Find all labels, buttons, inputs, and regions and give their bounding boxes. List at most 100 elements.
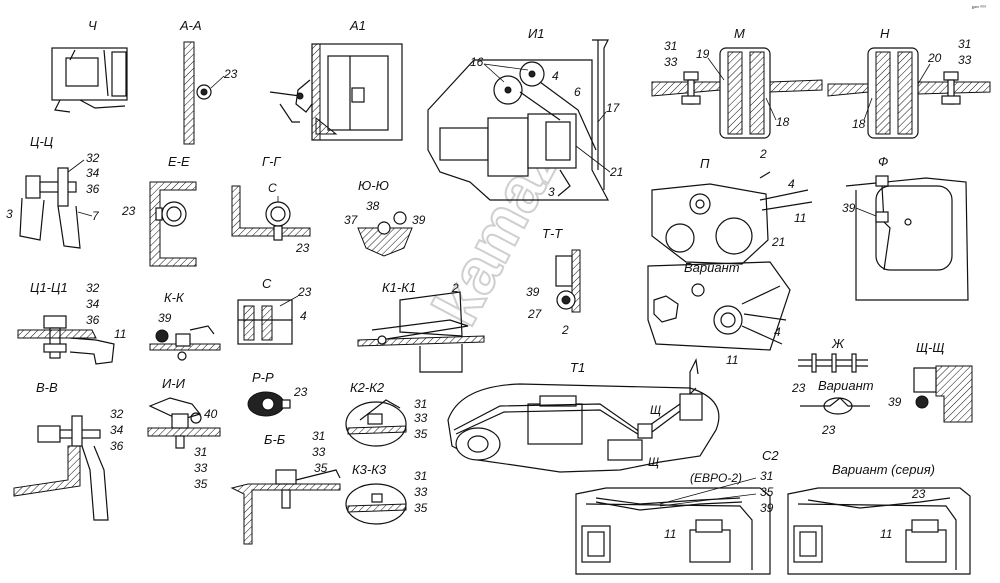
view-title: М bbox=[734, 26, 745, 41]
callout: 3 bbox=[6, 207, 13, 221]
callout: 35 bbox=[414, 427, 428, 441]
view-title: Ч bbox=[88, 18, 97, 33]
callout: 39 bbox=[158, 311, 172, 325]
callout: 35 bbox=[194, 477, 208, 491]
view-title: Ф bbox=[878, 154, 888, 169]
callout: 27 bbox=[527, 307, 543, 321]
callout: 18 bbox=[776, 115, 790, 129]
callout: 20 bbox=[927, 51, 942, 65]
callout: 36 bbox=[86, 313, 100, 327]
view-title: П bbox=[700, 156, 710, 171]
callout: 11 bbox=[114, 327, 126, 341]
callout: 36 bbox=[86, 182, 100, 196]
view-title: Т1 bbox=[570, 360, 585, 375]
callout: 23 bbox=[791, 381, 806, 395]
view-title: С bbox=[262, 276, 272, 291]
callout: 31 bbox=[664, 39, 677, 53]
callout: 19 bbox=[696, 47, 710, 61]
callout: 17 bbox=[606, 101, 621, 115]
callout: 7 bbox=[92, 209, 100, 223]
view-title: С2 bbox=[762, 448, 779, 463]
view-title: К-К bbox=[164, 290, 185, 305]
view-r-r: Р-Р 23 bbox=[247, 370, 308, 417]
callout: 11 bbox=[794, 211, 806, 225]
callout: 31 bbox=[414, 397, 427, 411]
view-t-t: Т-Т 39 27 2 bbox=[526, 226, 581, 337]
callout: 31 bbox=[312, 429, 325, 443]
callout: 11 bbox=[880, 527, 892, 541]
view-h: Н 31 33 20 18 bbox=[827, 26, 991, 139]
callout: 32 bbox=[86, 151, 100, 165]
callout: 36 bbox=[110, 439, 124, 453]
view-ts-ts: Ц-Ц 32 34 36 3 7 bbox=[6, 134, 100, 249]
view-k-k: К-К 39 bbox=[149, 290, 221, 361]
view-title: Ц1-Ц1 bbox=[30, 280, 68, 295]
callout: 23 bbox=[121, 204, 136, 218]
view-k3-k3: К3-К3 31 33 35 bbox=[345, 462, 428, 525]
view-title: Б-Б bbox=[264, 432, 286, 447]
callout: С bbox=[268, 181, 277, 195]
callout: 39 bbox=[842, 201, 856, 215]
euro-label: (ЕВРО-2) bbox=[690, 471, 742, 485]
view-title: В-В bbox=[36, 380, 58, 395]
view-a1: А1 bbox=[269, 18, 403, 141]
view-v-v: В-В 32 34 36 bbox=[13, 380, 124, 521]
view-e-e: Е-Е 23 bbox=[121, 154, 197, 267]
view-title: Ц-Ц bbox=[30, 134, 54, 149]
callout: 4 bbox=[788, 177, 795, 191]
view-title: Ю-Ю bbox=[358, 178, 389, 193]
view-title: А1 bbox=[349, 18, 366, 33]
view-b-b: Б-Б 31 33 35 bbox=[230, 429, 341, 545]
callout: 2 bbox=[451, 281, 459, 295]
view-title: Е-Е bbox=[168, 154, 190, 169]
view-title: Вариант bbox=[684, 260, 740, 275]
callout: 39 bbox=[760, 501, 774, 515]
callout: 11 bbox=[726, 353, 738, 367]
view-zh: Ж 23 Вариант 23 bbox=[791, 336, 874, 437]
view-title: А-А bbox=[179, 18, 202, 33]
callout: 2 bbox=[561, 323, 569, 337]
corner-mark: кᵃᵐ ⁰⁰⁰ bbox=[972, 5, 986, 11]
view-title: Ж bbox=[831, 336, 845, 351]
view-title: К3-К3 bbox=[352, 462, 387, 477]
view-i1: И1 16 4 6 17 21 3 bbox=[427, 26, 623, 201]
callout: 34 bbox=[110, 423, 124, 437]
view-p: П 2 4 11 21 bbox=[651, 147, 813, 265]
callout: 4 bbox=[774, 325, 781, 339]
callout: 32 bbox=[86, 281, 100, 295]
view-yu-yu: Ю-Ю 38 37 39 bbox=[344, 178, 426, 257]
callout: Щ bbox=[650, 403, 661, 417]
callout: 33 bbox=[414, 411, 428, 425]
callout: 23 bbox=[821, 423, 836, 437]
callout: 21 bbox=[771, 235, 785, 249]
callout: 23 bbox=[297, 285, 312, 299]
view-title: Н bbox=[880, 26, 890, 41]
callout: 33 bbox=[958, 53, 972, 67]
callout: 35 bbox=[414, 501, 428, 515]
callout: 6 bbox=[574, 85, 581, 99]
view-k1-k1: К1-К1 2 bbox=[357, 280, 485, 373]
callout: 2 bbox=[759, 147, 767, 161]
callout: 11 bbox=[664, 527, 676, 541]
callout: 31 bbox=[194, 445, 207, 459]
callout: 16 bbox=[470, 55, 484, 69]
callout: 34 bbox=[86, 166, 100, 180]
view-title: Т-Т bbox=[542, 226, 563, 241]
callout: 33 bbox=[312, 445, 326, 459]
view-k2-k2: К2-К2 31 33 35 bbox=[345, 380, 428, 447]
view-ts1-ts1: Ц1-Ц1 32 34 36 11 bbox=[17, 280, 126, 365]
view-m: М 31 33 19 18 bbox=[651, 26, 823, 139]
view-f: Ф 39 bbox=[842, 154, 969, 301]
view-g-g: Г-Г С 23 bbox=[231, 154, 311, 255]
callout: 23 bbox=[223, 67, 238, 81]
callout: 34 bbox=[86, 297, 100, 311]
view-title: И-И bbox=[162, 376, 186, 391]
view-title: К2-К2 bbox=[350, 380, 385, 395]
variant-label: Вариант bbox=[818, 378, 874, 393]
view-c: С 23 4 bbox=[237, 276, 312, 345]
callout: 23 bbox=[293, 385, 308, 399]
view-shch-shch: Щ-Щ 39 bbox=[888, 340, 973, 423]
callout: Щ bbox=[648, 455, 659, 469]
